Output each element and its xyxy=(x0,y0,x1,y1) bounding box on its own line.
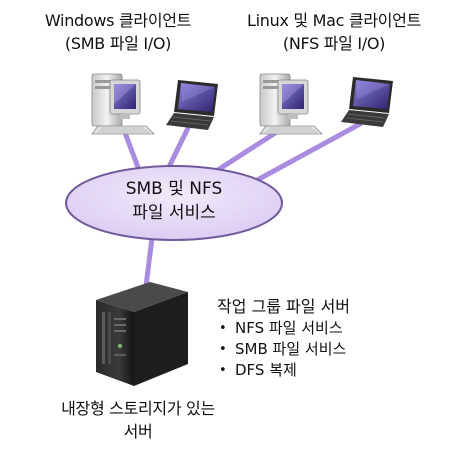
windows-client-title: Windows 클라이언트 xyxy=(44,11,192,30)
laptop-icon xyxy=(341,77,393,127)
feature-smb: SMB 파일 서비스 xyxy=(235,340,347,358)
windows-client-protocol: (SMB 파일 I/O) xyxy=(64,34,172,53)
linux-mac-client-title: Linux 및 Mac 클라이언트 xyxy=(247,11,421,30)
linux-mac-client-protocol: (NFS 파일 I/O) xyxy=(282,34,386,53)
connector-mac-laptop xyxy=(245,121,363,188)
server-title: 작업 그룹 파일 서버 xyxy=(217,297,351,316)
connector-server xyxy=(143,235,155,289)
list-item: •DFS 복제 xyxy=(219,361,297,379)
connector-linux-desktop xyxy=(207,125,286,178)
service-title: SMB 및 NFS xyxy=(125,179,223,199)
server-caption: 내장형 스토리지가 있는 서버 xyxy=(18,397,258,443)
desktop-computer-icon xyxy=(91,73,155,135)
service-subtitle: 파일 서비스 xyxy=(132,203,216,223)
tower-server-icon xyxy=(96,282,188,386)
linux-mac-client-label: Linux 및 Mac 클라이언트 (NFS 파일 I/O) xyxy=(221,9,447,55)
list-item: •SMB 파일 서비스 xyxy=(219,340,347,358)
laptop-icon xyxy=(166,80,218,130)
server-feature-list: •NFS 파일 서비스 •SMB 파일 서비스 •DFS 복제 xyxy=(217,318,427,381)
server-caption-line1: 내장형 스토리지가 있는 xyxy=(61,399,215,418)
service-ellipse-label: SMB 및 NFS 파일 서비스 xyxy=(88,177,260,225)
list-item: •NFS 파일 서비스 xyxy=(219,319,343,337)
feature-dfs: DFS 복제 xyxy=(235,361,297,379)
windows-client-label: Windows 클라이언트 (SMB 파일 I/O) xyxy=(12,9,224,55)
desktop-computer-icon xyxy=(259,73,323,135)
service-ellipse xyxy=(65,165,283,241)
feature-nfs: NFS 파일 서비스 xyxy=(235,319,343,337)
server-info: 작업 그룹 파일 서버 •NFS 파일 서비스 •SMB 파일 서비스 •DFS… xyxy=(217,296,427,381)
server-caption-line2: 서버 xyxy=(123,422,153,441)
